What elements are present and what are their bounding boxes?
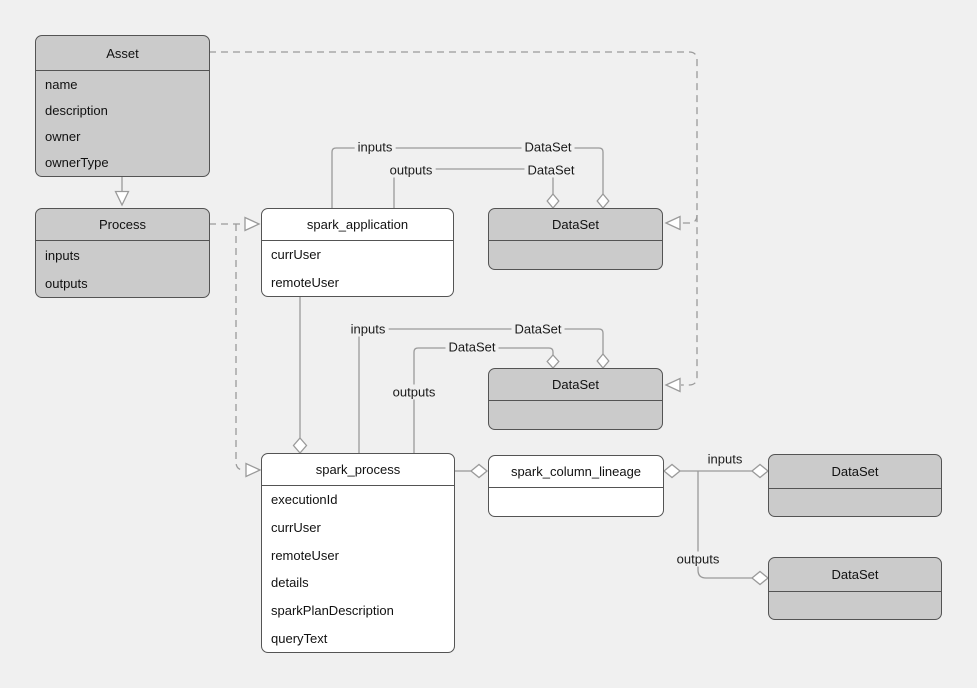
entity-process-title: Process	[36, 209, 209, 241]
edge-label-outputs: outputs	[389, 384, 439, 400]
edge-asset-to-datasets-dashed	[209, 51, 698, 393]
edge-label-outputs: outputs	[386, 162, 436, 178]
hollow-diamond-icon	[750, 463, 770, 479]
attribute-currUser: currUser	[271, 247, 321, 263]
edge-spark-application-inputs	[331, 147, 610, 210]
entity-dataset-title: DataSet	[769, 558, 941, 592]
entity-empty-body	[489, 488, 663, 516]
edge-process-to-spark-application-dashed	[209, 216, 261, 232]
entity-spark-application[interactable]: spark_application currUser remoteUser	[261, 208, 454, 297]
edge-label-dataset-type: DataSet	[445, 339, 499, 355]
entity-process[interactable]: Process inputs outputs	[35, 208, 210, 298]
edge-process-to-spark-process-dashed	[235, 224, 262, 478]
edge-label-inputs: inputs	[354, 139, 396, 155]
entity-spark-process[interactable]: spark_process executionId currUser remot…	[261, 453, 455, 653]
hollow-diamond-icon	[469, 463, 489, 479]
hollow-diamond-icon	[596, 352, 610, 370]
entity-dataset-empty-body	[769, 592, 941, 619]
entity-dataset-middle[interactable]: DataSet	[488, 368, 663, 430]
entity-spark-column-lineage-title: spark_column_lineage	[489, 456, 663, 488]
hollow-triangle-icon	[664, 377, 681, 393]
edge-label-dataset-type: DataSet	[521, 139, 575, 155]
edge-spark-application-to-spark-process	[292, 297, 308, 454]
attribute-ownerType: ownerType	[45, 155, 109, 171]
edge-asset-to-process	[114, 177, 130, 207]
entity-dataset-empty-body	[489, 401, 662, 429]
entity-dataset-top[interactable]: DataSet	[488, 208, 663, 270]
hollow-diamond-icon	[596, 192, 610, 210]
entity-dataset-title: DataSet	[489, 369, 662, 401]
hollow-triangle-icon	[245, 462, 262, 478]
hollow-triangle-icon	[244, 216, 261, 232]
hollow-triangle-icon	[114, 190, 130, 207]
attribute-name: name	[45, 76, 78, 92]
edge-spark-process-to-lineage	[455, 463, 489, 479]
attribute-remoteUser: remoteUser	[271, 547, 339, 563]
attribute-queryText: queryText	[271, 630, 328, 646]
entity-asset-title: Asset	[36, 36, 209, 71]
hollow-diamond-icon	[292, 437, 308, 454]
edge-lineage-outputs	[697, 471, 770, 586]
hollow-diamond-icon	[546, 354, 560, 369]
entity-asset[interactable]: Asset name description owner ownerType	[35, 35, 210, 177]
edge-label-dataset-type: DataSet	[511, 321, 565, 337]
attribute-executionId: executionId	[271, 492, 338, 508]
attribute-currUser: currUser	[271, 520, 321, 535]
attribute-inputs: inputs	[45, 247, 80, 263]
entity-dataset-right-bottom[interactable]: DataSet	[768, 557, 942, 620]
hollow-diamond-icon	[546, 192, 560, 210]
attribute-remoteUser: remoteUser	[271, 274, 339, 290]
entity-spark-application-title: spark_application	[262, 209, 453, 241]
hollow-diamond-icon	[750, 570, 770, 586]
entity-spark-process-title: spark_process	[262, 454, 454, 486]
attribute-owner: owner	[45, 129, 81, 145]
hollow-triangle-icon	[664, 215, 681, 231]
entity-dataset-title: DataSet	[769, 455, 941, 489]
edge-label-inputs: inputs	[347, 321, 389, 337]
attribute-details: details	[271, 575, 309, 591]
entity-dataset-right-top[interactable]: DataSet	[768, 454, 942, 517]
entity-dataset-empty-body	[489, 241, 662, 269]
edge-label-outputs: outputs	[673, 551, 723, 567]
attribute-outputs: outputs	[45, 275, 88, 291]
hollow-diamond-icon	[662, 463, 682, 479]
entity-dataset-empty-body	[769, 489, 941, 516]
edge-label-inputs: inputs	[704, 451, 746, 467]
entity-spark-column-lineage[interactable]: spark_column_lineage	[488, 455, 664, 517]
entity-dataset-title: DataSet	[489, 209, 662, 241]
attribute-description: description	[45, 102, 108, 118]
attribute-sparkPlanDescription: sparkPlanDescription	[271, 603, 394, 619]
edge-label-dataset-type: DataSet	[524, 162, 578, 178]
